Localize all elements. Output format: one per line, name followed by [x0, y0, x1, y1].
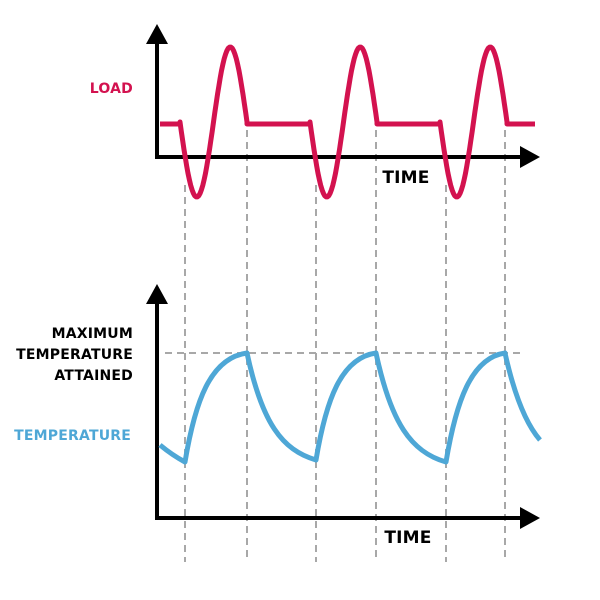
time-label-bottom: TIME — [384, 528, 431, 548]
load-curve — [160, 44, 535, 200]
max-temp-label-line: TEMPERATURE — [16, 347, 133, 363]
arrow-right-icon — [520, 507, 540, 529]
temperature-axes — [155, 300, 525, 520]
temperature-curve — [158, 350, 542, 465]
arrow-right-icon — [520, 146, 540, 168]
time-label-top: TIME — [382, 168, 429, 188]
load-label: LOAD — [90, 81, 133, 97]
arrow-up-icon — [146, 284, 168, 304]
max-temp-label-line: ATTAINED — [54, 368, 133, 384]
arrow-up-icon — [146, 24, 168, 44]
guide-lines — [165, 130, 520, 562]
temperature-label: TEMPERATURE — [14, 428, 131, 444]
max-temp-label-line: MAXIMUM — [52, 326, 133, 342]
